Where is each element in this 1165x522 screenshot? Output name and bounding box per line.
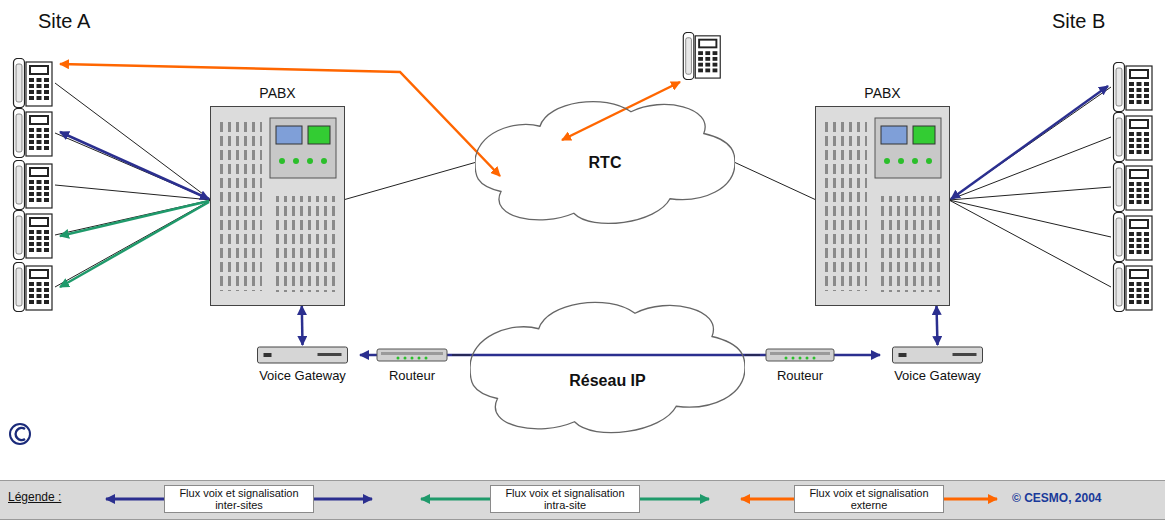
- network-cloud: RTC: [475, 90, 735, 235]
- external-phone: [683, 32, 720, 79]
- legend-item: Flux voix et signalisation inter-sites: [100, 482, 378, 516]
- pabx-cabinet: [815, 106, 950, 306]
- pabx-cabinet: [210, 106, 345, 306]
- device-label: Routeur: [760, 365, 840, 384]
- phone-wires-b: [949, 87, 1111, 287]
- connector: [937, 306, 938, 345]
- inter-site-flow: [60, 132, 209, 199]
- router-device: Routeur: [760, 345, 840, 384]
- cloud-outline: [470, 290, 745, 445]
- copyright-note: © CESMO, 2004: [1012, 491, 1102, 505]
- gateway-device: Voice Gateway: [245, 345, 360, 384]
- router-icon: [372, 345, 452, 365]
- pabx-unit: PABX: [815, 84, 950, 306]
- device-label: Voice Gateway: [880, 365, 995, 384]
- legend-title: Légende :: [8, 490, 61, 504]
- network-cloud: Réseau IP: [470, 290, 745, 445]
- gateway-icon: [245, 345, 360, 365]
- phones-site-b: [1114, 63, 1153, 312]
- site-label: Site A: [38, 10, 90, 33]
- device-label: Voice Gateway: [245, 365, 360, 384]
- network-name: Réseau IP: [569, 372, 645, 390]
- gateway-device: Voice Gateway: [880, 345, 995, 384]
- site-label: Site B: [1052, 10, 1105, 33]
- legend-text: Flux voix et signalisation intra-site: [490, 485, 640, 513]
- router-icon: [760, 345, 840, 365]
- gateway-icon: [880, 345, 995, 365]
- connector: [452, 355, 470, 356]
- connector: [745, 355, 760, 356]
- legend-text: Flux voix et signalisation inter-sites: [164, 485, 314, 513]
- legend-text: Flux voix et signalisation externe: [794, 485, 944, 513]
- legend-item: Flux voix et signalisation externe: [735, 482, 1003, 516]
- legend-item: Flux voix et signalisation intra-site: [415, 482, 715, 516]
- copyright-logo: [10, 424, 30, 444]
- intra-site-flow: [60, 201, 209, 236]
- device-label: Routeur: [372, 365, 452, 384]
- inter-site-flow: [951, 86, 1108, 199]
- phones-site-a: [14, 59, 53, 312]
- external-flow: [562, 82, 680, 140]
- connector: [345, 163, 475, 200]
- pabx-unit: PABX: [210, 84, 345, 306]
- connector: [301, 306, 304, 345]
- router-device: Routeur: [372, 345, 452, 384]
- phone-wires-a: [55, 83, 211, 287]
- node-heading: PABX: [815, 84, 950, 106]
- node-heading: PABX: [210, 84, 345, 106]
- network-name: RTC: [589, 154, 622, 172]
- connector: [735, 163, 815, 200]
- intra-site-flow: [60, 202, 209, 287]
